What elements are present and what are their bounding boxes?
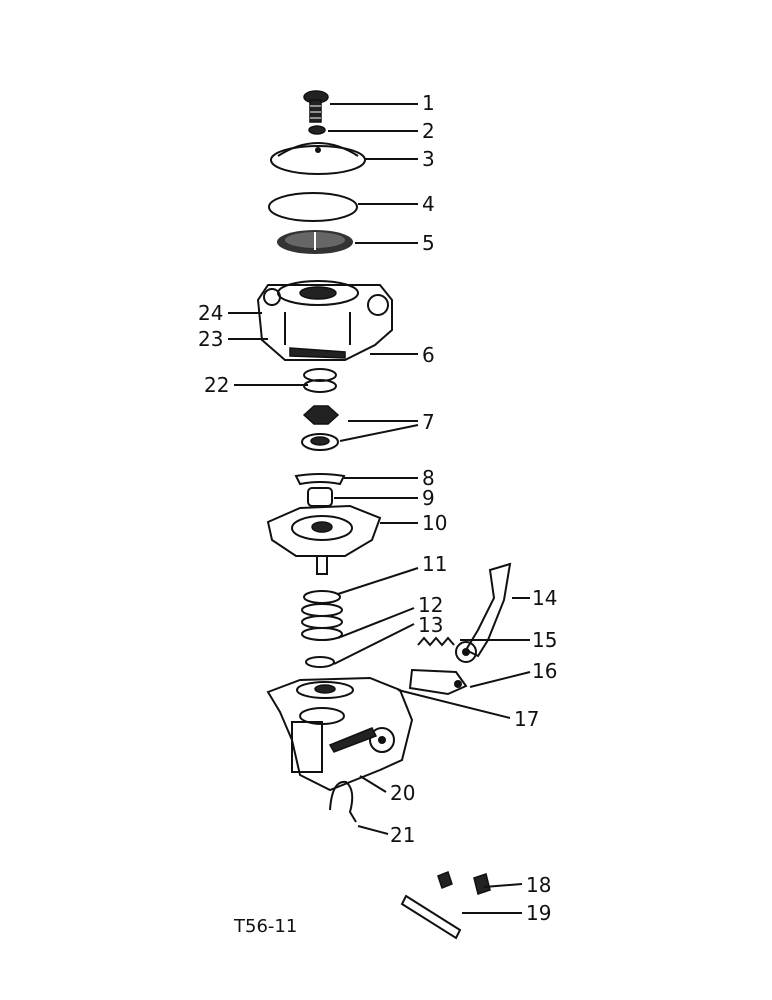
callout-11: 11 — [422, 552, 447, 576]
callout-22: 22 — [204, 373, 229, 397]
callout-12: 12 — [418, 593, 443, 617]
callout-9: 9 — [422, 486, 435, 510]
part-pump-upper-body — [256, 280, 393, 361]
callout-21: 21 — [390, 823, 415, 847]
part-lever-spring — [417, 636, 455, 647]
part-pump-lower-body — [266, 676, 414, 792]
part-lower-washer — [305, 656, 335, 668]
callout-17: 17 — [514, 707, 539, 731]
part-clip — [329, 780, 357, 823]
part-gasket-ring — [268, 192, 358, 222]
part-retainer — [294, 473, 346, 486]
part-spring-seat — [307, 487, 333, 507]
part-seal — [303, 368, 337, 393]
part-diaphragm — [266, 504, 382, 575]
part-rocker-arm — [408, 668, 468, 696]
callout-8: 8 — [422, 466, 435, 490]
part-screw — [303, 90, 329, 123]
callout-19: 19 — [526, 901, 551, 925]
callout-6: 6 — [422, 343, 435, 367]
part-cover — [270, 142, 366, 175]
figure-label: T56-11 — [233, 916, 297, 937]
callout-16: 16 — [532, 659, 557, 683]
callout-3: 3 — [422, 147, 435, 171]
callout-15: 15 — [532, 628, 557, 652]
callout-20: 20 — [390, 781, 415, 805]
callout-24: 24 — [198, 301, 223, 325]
callout-2: 2 — [422, 119, 435, 143]
callout-5: 5 — [422, 231, 435, 255]
callout-7: 7 — [422, 410, 435, 434]
callout-23: 23 — [198, 327, 223, 351]
part-filter-screen — [277, 230, 353, 254]
callout-13: 13 — [418, 613, 443, 637]
callout-10: 10 — [422, 511, 447, 535]
part-shaft — [400, 894, 462, 940]
callout-1: 1 — [422, 91, 435, 115]
part-washer — [308, 125, 326, 135]
part-valves — [301, 405, 340, 451]
part-priming-lever — [455, 562, 512, 663]
part-pins — [437, 871, 491, 895]
callout-18: 18 — [526, 873, 551, 897]
leader-lines — [228, 103, 531, 914]
part-spring — [301, 590, 343, 641]
callout-labels: 1 2 3 4 5 6 7 8 9 10 11 12 13 14 15 16 1… — [198, 91, 557, 925]
callout-4: 4 — [422, 192, 435, 216]
callout-14: 14 — [532, 586, 557, 610]
